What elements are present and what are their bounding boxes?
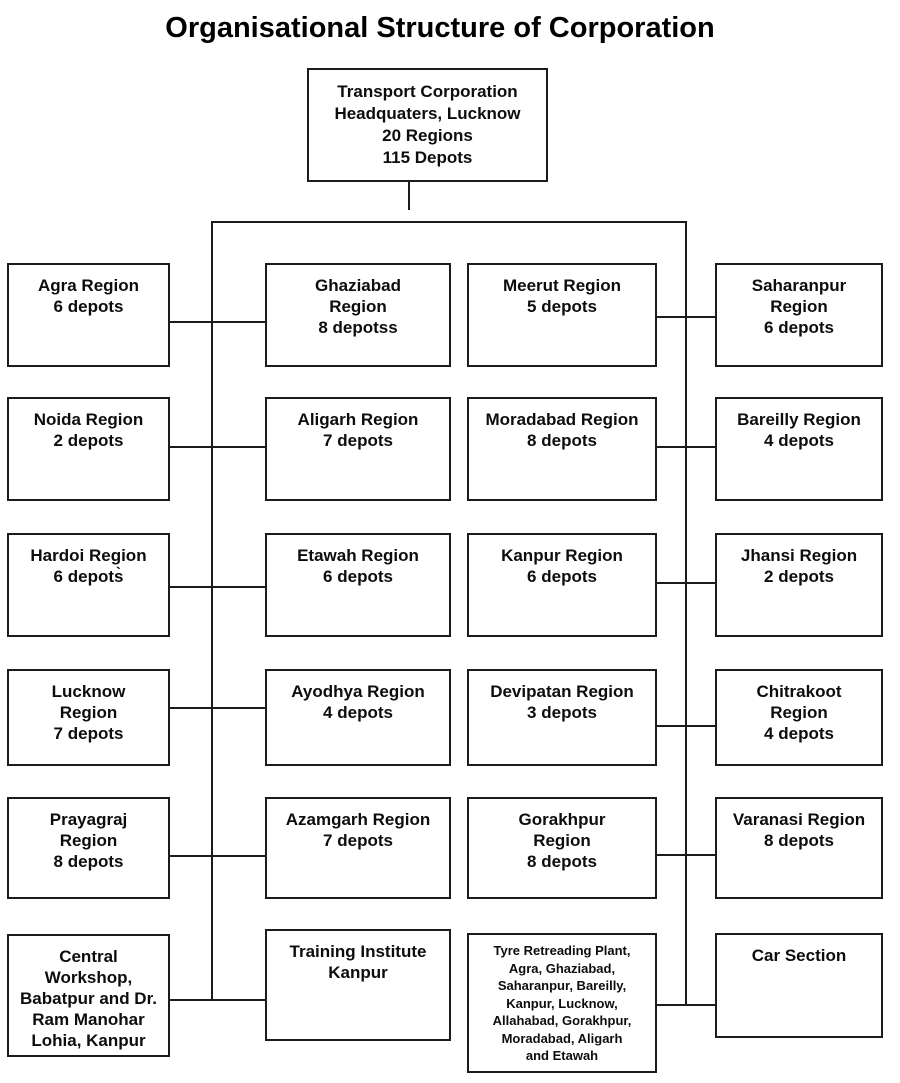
org-node-central-workshop: Central Workshop, Babatpur and Dr. Ram M… (7, 934, 170, 1057)
org-node-tyre-retreading: Tyre Retreading Plant, Agra, Ghaziabad, … (467, 933, 657, 1073)
org-node-ayodhya: Ayodhya Region 4 depots (265, 669, 451, 766)
org-node-devipatan: Devipatan Region 3 depots (467, 669, 657, 766)
org-node-varanasi: Varanasi Region 8 depots (715, 797, 883, 899)
org-node-saharanpur: Saharanpur Region 6 depots (715, 263, 883, 367)
org-node-meerut: Meerut Region 5 depots (467, 263, 657, 367)
org-node-gorakhpur: Gorakhpur Region 8 depots (467, 797, 657, 899)
org-node-moradabad: Moradabad Region 8 depots (467, 397, 657, 501)
org-node-ghaziabad: Ghaziabad Region 8 depotss (265, 263, 451, 367)
org-node-training-institute: Training Institute Kanpur (265, 929, 451, 1041)
org-node-agra: Agra Region 6 depots (7, 263, 170, 367)
org-node-etawah: Etawah Region 6 depots (265, 533, 451, 637)
org-node-headquarters: Transport Corporation Headquaters, Luckn… (307, 68, 548, 182)
org-node-prayagraj: Prayagraj Region 8 depots (7, 797, 170, 899)
org-node-aligarh: Aligarh Region 7 depots (265, 397, 451, 501)
org-node-chitrakoot: Chitrakoot Region 4 depots (715, 669, 883, 766)
org-node-lucknow: Lucknow Region 7 depots (7, 669, 170, 766)
org-node-azamgarh: Azamgarh Region 7 depots (265, 797, 451, 899)
org-node-car-section: Car Section (715, 933, 883, 1038)
org-node-hardoi: Hardoi Region 6 depots̀ (7, 533, 170, 637)
org-node-bareilly: Bareilly Region 4 depots (715, 397, 883, 501)
chart-title: Organisational Structure of Corporation (165, 12, 715, 44)
org-node-noida: Noida Region 2 depots (7, 397, 170, 501)
org-node-jhansi: Jhansi Region 2 depots (715, 533, 883, 637)
org-node-kanpur: Kanpur Region 6 depots (467, 533, 657, 637)
